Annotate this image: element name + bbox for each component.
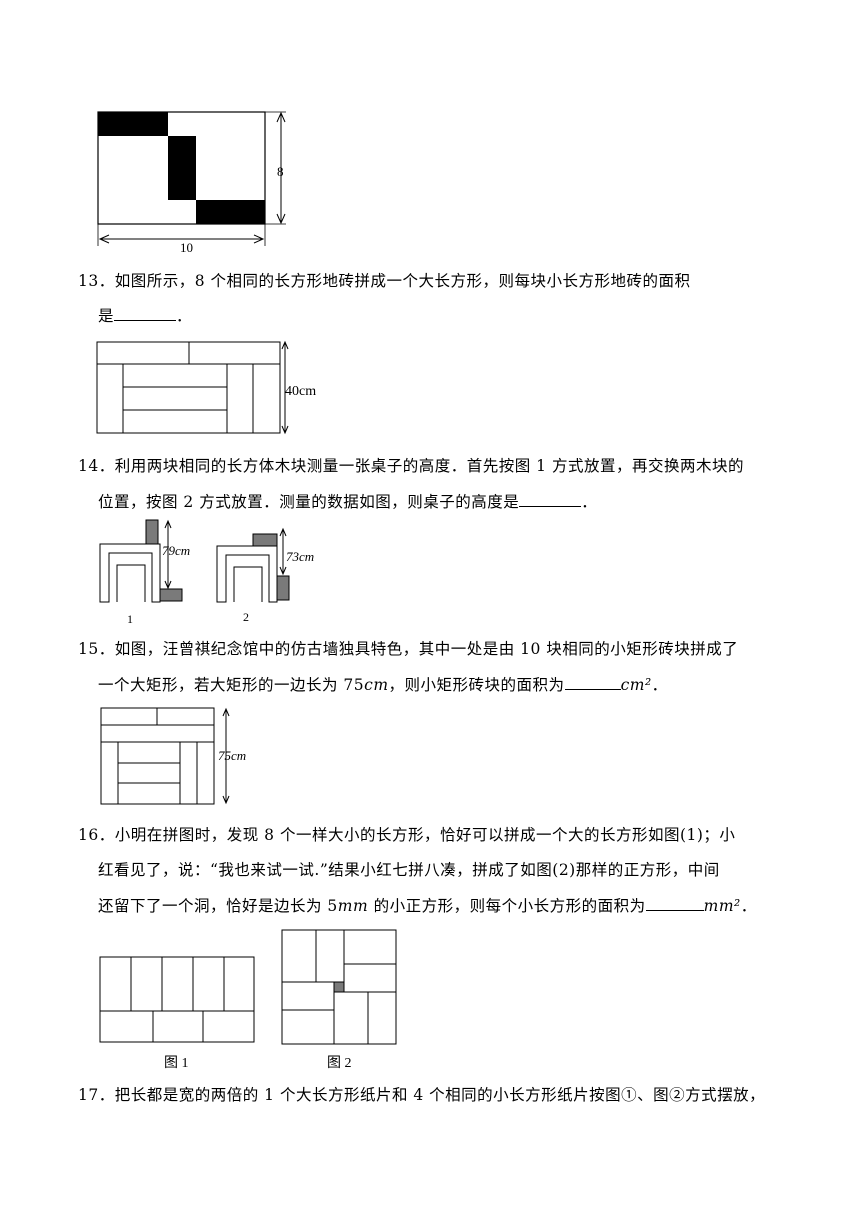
q15-answer-blank[interactable]: [564, 675, 621, 690]
figure-q16-rectangle: [99, 956, 255, 1043]
q15-line2-a: 一个大矩形，若大矩形的一边长为 75: [98, 676, 365, 694]
q14-end: ．: [581, 493, 598, 511]
fig14-1-value: 79cm: [162, 543, 191, 558]
q16-line3-unit: mm: [337, 897, 369, 915]
q15-line2-unit: cm: [364, 676, 389, 694]
fig14-2-value: 73cm: [286, 549, 315, 564]
q16-unit: mm²: [703, 897, 741, 915]
q16-line3-a: 还留下了一个洞，恰好是边长为 5: [98, 897, 338, 915]
q16-end: ．: [740, 897, 757, 915]
figure-q14-table1: [99, 519, 183, 603]
q13-answer-blank[interactable]: [114, 306, 177, 321]
q15-end: ．: [651, 676, 668, 694]
q14-line1: 14．利用两块相同的长方体木块测量一张桌子的高度．首先按图 1 方式放置，再交换…: [78, 457, 744, 475]
q16-line3: 还留下了一个洞，恰好是边长为 5mm 的小正方形，则每个小长方形的面积为 mm²．: [98, 896, 757, 916]
fig14-2-caption: 2: [243, 610, 249, 624]
q15-line1: 15．如图，汪曾祺纪念馆中的仿古墙独具特色，其中一处是由 10 块相同的小矩形砖…: [78, 640, 739, 658]
q13-line2-text: 是: [98, 307, 115, 325]
figure-q12-tiles: [97, 111, 286, 246]
q16-line2: 红看见了，说：“我也来试一试.”结果小红七拼八凑，拼成了如图(2)那样的正方形，…: [98, 861, 720, 879]
q17-line1: 17．把长都是宽的两倍的 1 个大长方形纸片和 4 个相同的小长方形纸片按图①、…: [78, 1086, 766, 1104]
fig16-2-caption: 图 2: [327, 1056, 352, 1071]
q13-line1: 13．如图所示，8 个相同的长方形地砖拼成一个大长方形，则每块小长方形地砖的面积: [78, 272, 691, 290]
figure-q14-table2: [216, 527, 290, 603]
q13-end: ．: [176, 307, 193, 325]
q15-line2: 一个大矩形，若大矩形的一边长为 75cm，则小矩形砖块的面积为 cm²．: [98, 675, 668, 695]
fig14-1-caption: 1: [127, 612, 133, 626]
q16-line3-b: 的小正方形，则每个小长方形的面积为: [368, 897, 646, 915]
figure-q13-floor-tiles: [96, 340, 289, 435]
q16-answer-blank[interactable]: [645, 896, 704, 911]
q13-line2: 是．: [98, 306, 192, 326]
fig13-label: 40cm: [285, 384, 317, 399]
figure-q16-square: [281, 929, 397, 1045]
q16-line1: 16．小明在拼图时，发现 8 个一样大小的长方形，恰好可以拼成一个大的长方形如图…: [78, 826, 736, 844]
figure-q15-wall-bricks: [100, 707, 230, 805]
fig16-1-caption: 图 1: [164, 1056, 189, 1071]
fig12-bottom-label: 10: [180, 240, 193, 255]
q14-line2: 位置，按图 2 方式放置．测量的数据如图，则桌子的高度是 ．: [98, 492, 597, 512]
q14-answer-blank[interactable]: [519, 492, 582, 507]
q15-line2-b: ，则小矩形砖块的面积为: [388, 676, 565, 694]
q14-line2-text: 位置，按图 2 方式放置．测量的数据如图，则桌子的高度是: [98, 493, 520, 511]
q15-unit: cm²: [620, 676, 652, 694]
fig12-side-label: 8: [277, 164, 284, 179]
fig15-label: 75cm: [218, 748, 247, 763]
